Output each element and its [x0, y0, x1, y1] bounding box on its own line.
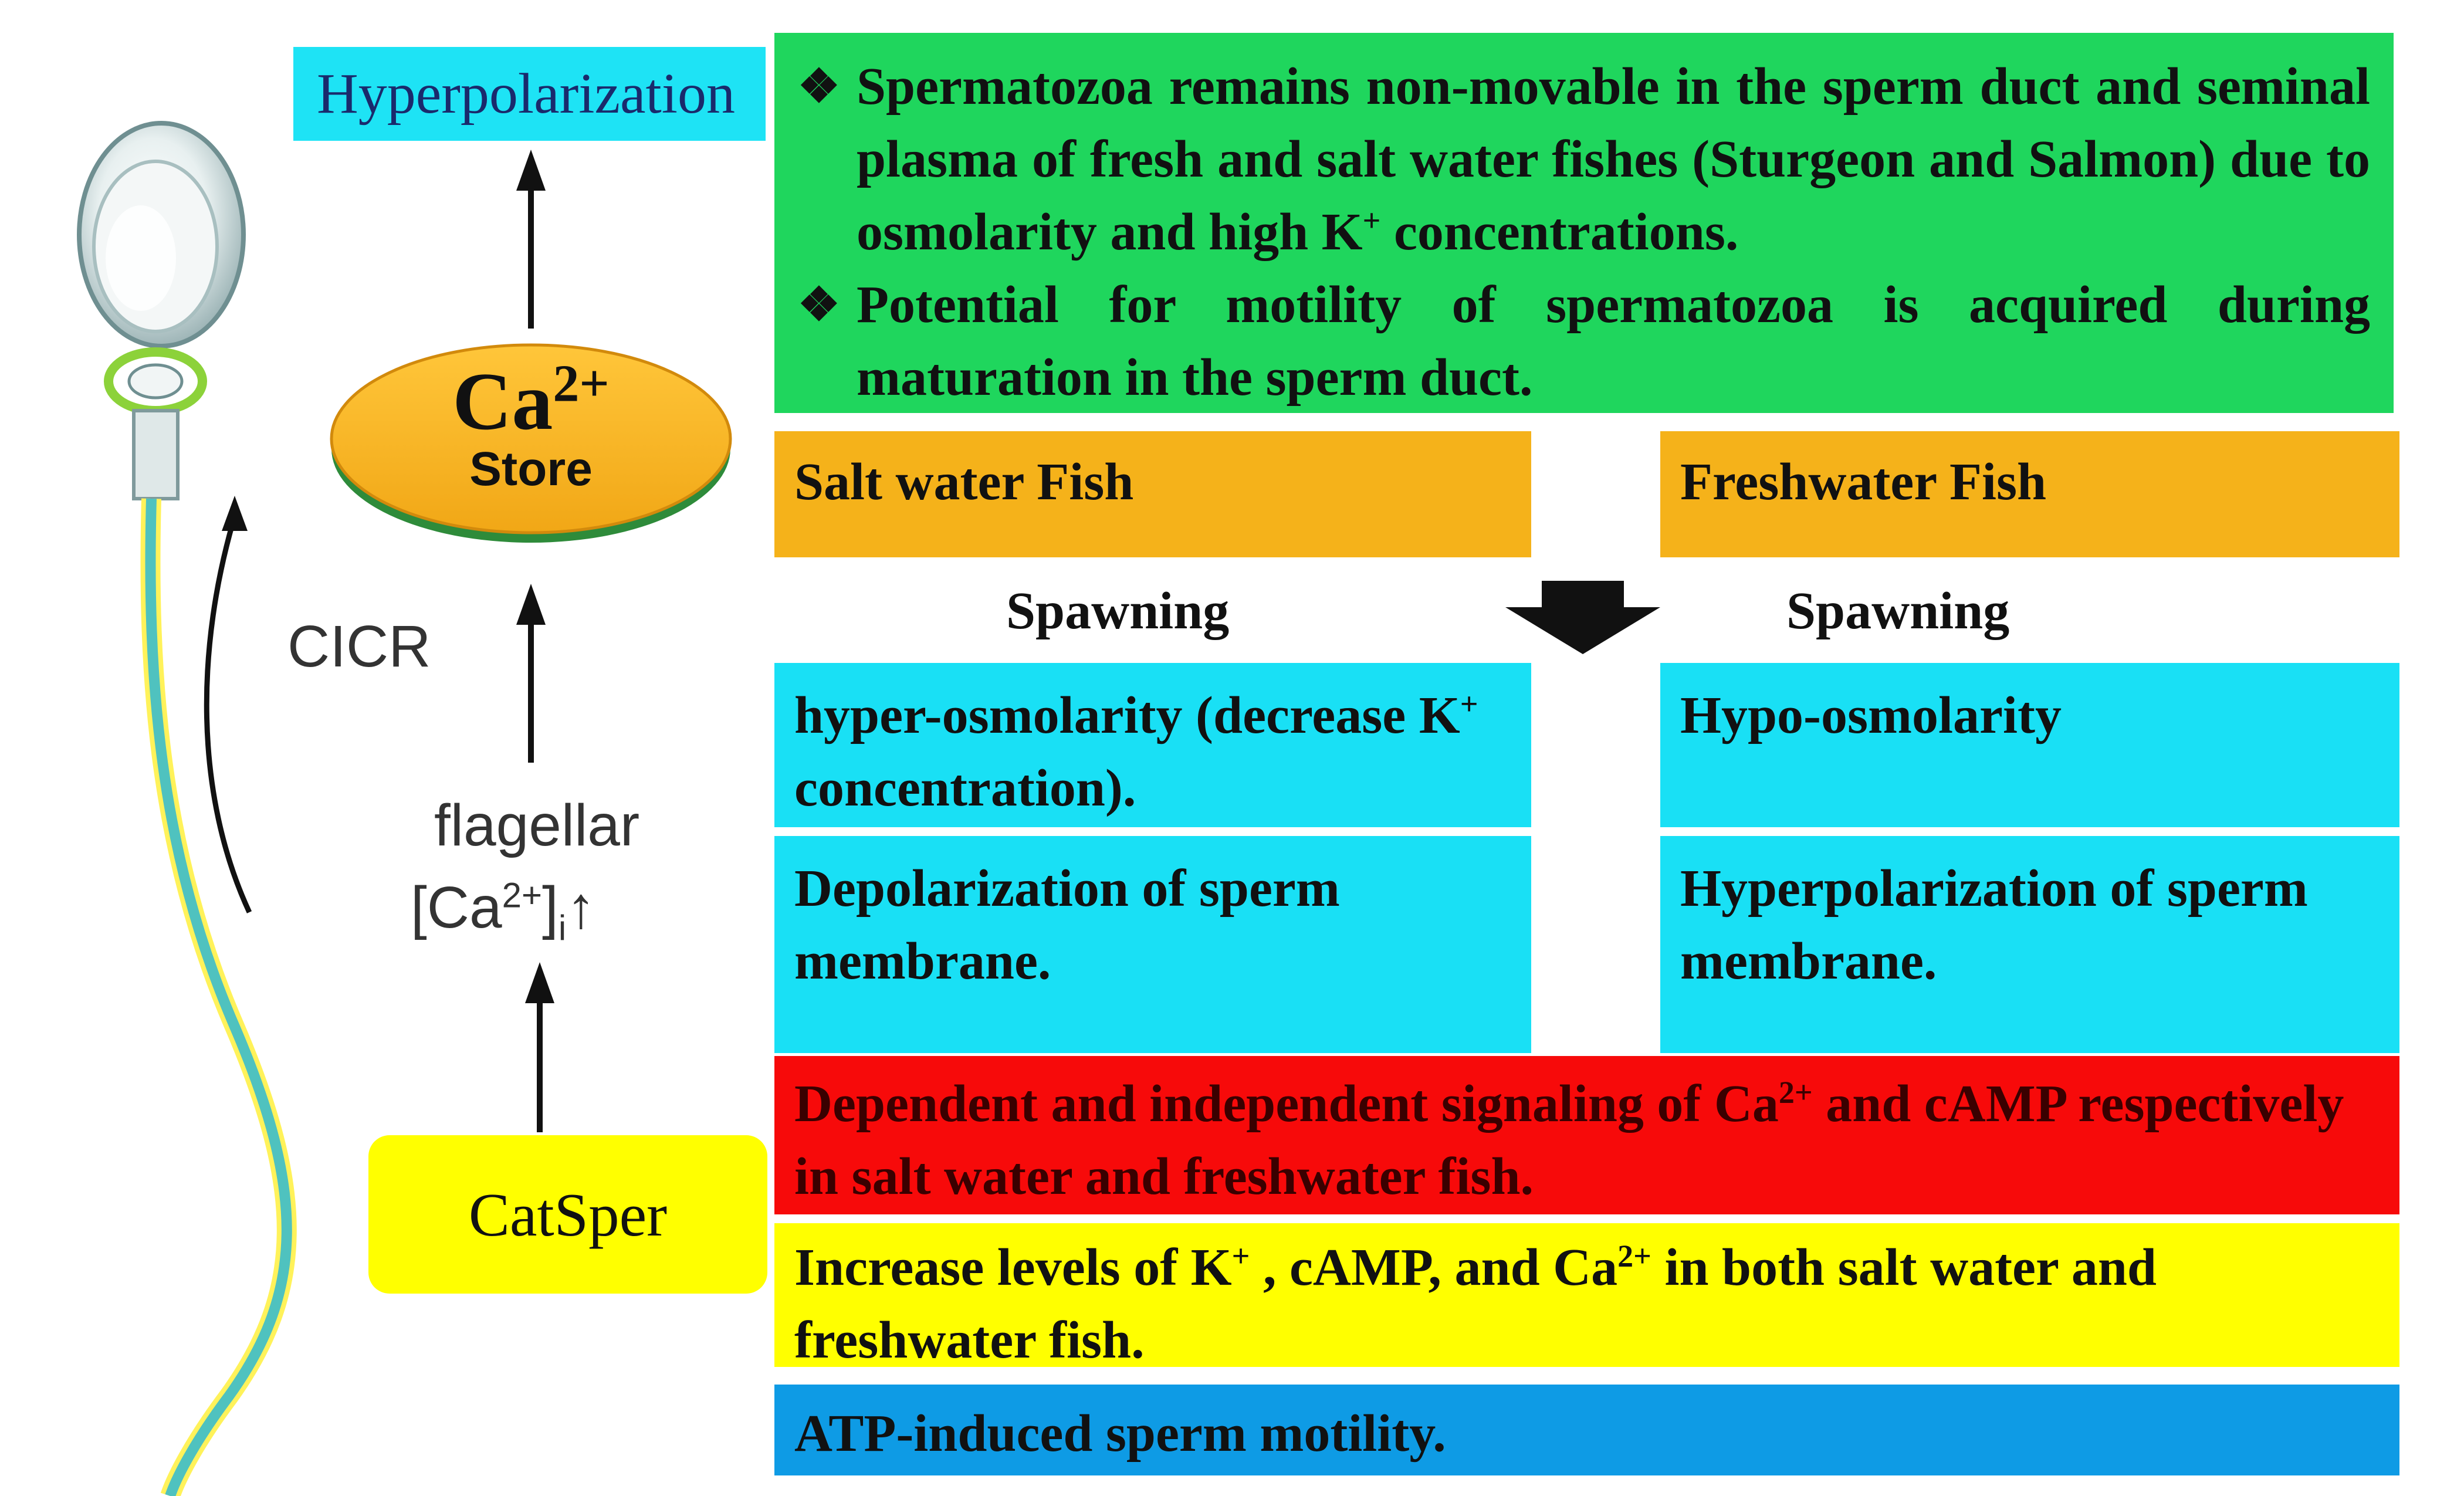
levels-text: Increase levels of K+ , cAMP, and Ca2+ i… [794, 1238, 2157, 1369]
fresh-hyper-line2: membrane. [1680, 932, 1937, 990]
hyperpolarization-label: Hyperpolarization [317, 62, 735, 126]
catsper-label: CatSper [468, 1180, 668, 1249]
hyperpolarization-box: Hyperpolarization [293, 47, 766, 141]
salt-spawning-label: Spawning [1006, 582, 1230, 640]
atp-box: ATP-induced sperm motility. [774, 1385, 2399, 1475]
salt-osmolarity-box: hyper-osmolarity (decrease K+ concentrat… [774, 663, 1531, 827]
intro-box: ❖ Spermatozoa remains non-movable in the… [774, 33, 2394, 413]
salt-osmolarity-text: hyper-osmolarity (decrease K+ concentrat… [794, 686, 1478, 817]
bullet-icon: ❖ [798, 61, 840, 113]
store-charge: 2+ [553, 354, 610, 413]
fresh-hyperpolarization-box: Hyperpolarization of sperm membrane. [1660, 836, 2399, 1053]
salt-depolarization-box: Depolarization of sperm membrane. [774, 836, 1531, 1053]
intro-bullet-2-text: Potential for motility of spermatozoa is… [857, 276, 2370, 407]
store-ca: Ca [452, 356, 553, 447]
salt-header-label: Salt water Fish [794, 453, 1134, 511]
intro-bullet-1-text: Spermatozoa remains non-movable in the s… [857, 57, 2370, 261]
intro-bullet-2: ❖ Potential for motility of spermatozoa … [798, 269, 2370, 414]
ca-store-label: Ca2+ Store [331, 357, 730, 499]
sperm-head [77, 121, 246, 348]
signaling-text: Dependent and independent signaling of C… [794, 1075, 2344, 1206]
cicr-label: CICR [287, 614, 431, 679]
fresh-osmolarity-text: Hypo-osmolarity [1680, 686, 2062, 744]
fresh-header-label: Freshwater Fish [1680, 453, 2047, 511]
salt-water-fish-header: Salt water Fish [774, 431, 1531, 557]
signaling-box: Dependent and independent signaling of C… [774, 1056, 2399, 1214]
intracellular-ca-label: [Ca2+]i↑ [411, 875, 596, 947]
store-label: Store [469, 442, 593, 496]
fresh-osmolarity-box: Hypo-osmolarity [1660, 663, 2399, 827]
sperm-tail [145, 498, 292, 1496]
freshwater-fish-header: Freshwater Fish [1660, 431, 2399, 557]
cicr-curved-arrow [204, 515, 252, 913]
ca-store-disc [330, 343, 732, 543]
intro-bullet-1: ❖ Spermatozoa remains non-movable in the… [798, 50, 2370, 269]
levels-box: Increase levels of K+ , cAMP, and Ca2+ i… [774, 1223, 2399, 1369]
sperm-neck [132, 409, 180, 500]
down-arrow-icon [1505, 581, 1660, 654]
flagellar-label: flagellar [434, 793, 640, 858]
fresh-hyper-line1: Hyperpolarization of sperm [1680, 859, 2308, 918]
catsper-box: CatSper [368, 1135, 767, 1294]
bullet-icon: ❖ [798, 279, 840, 331]
atp-text: ATP-induced sperm motility. [794, 1404, 1446, 1463]
fresh-spawning-label: Spawning [1786, 582, 2010, 640]
salt-depol-line2: membrane. [794, 932, 1051, 990]
salt-depol-line1: Depolarization of sperm [794, 859, 1340, 918]
